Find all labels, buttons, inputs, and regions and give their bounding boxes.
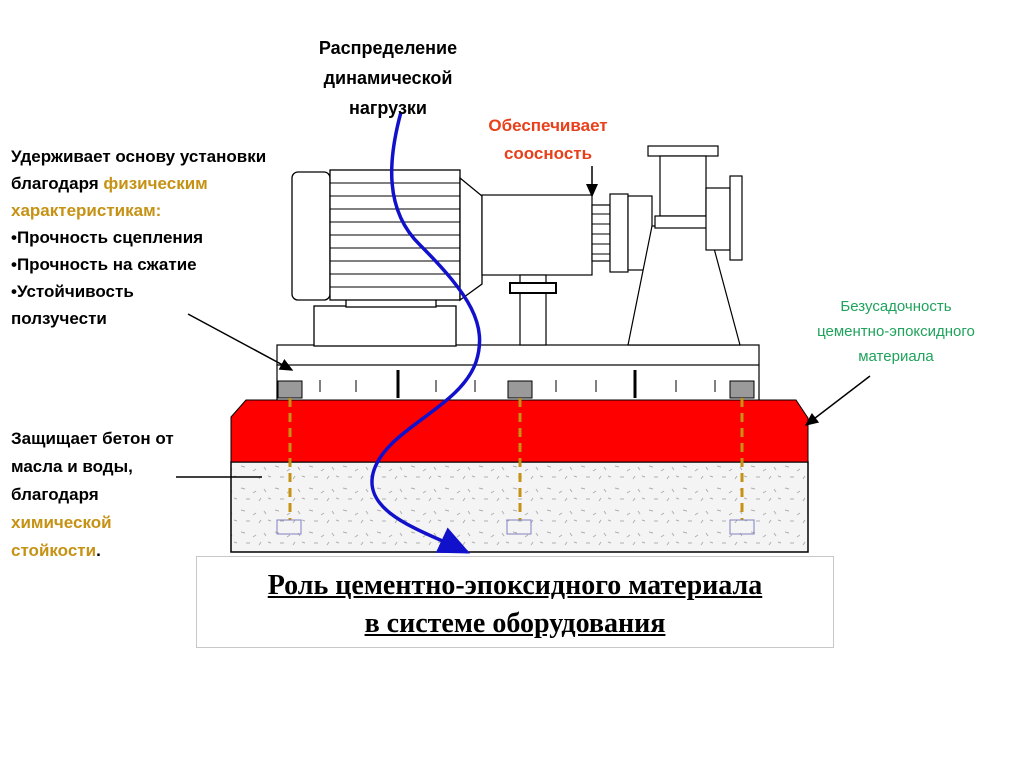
property-bullet: •Устойчивость [11, 282, 134, 301]
load-path-curve [370, 111, 482, 554]
electric-motor [291, 169, 483, 347]
property-bullet: •Прочность на сжатие [11, 255, 197, 274]
baseplate [276, 344, 760, 400]
non-shrink-arrow [804, 375, 871, 426]
holds-base-label: Удерживает основу установки благодаря фи… [11, 147, 267, 328]
anchor-bolt [506, 380, 533, 535]
anchor-bolts [276, 380, 755, 535]
anchor-bolt [276, 380, 303, 535]
diagram-title: Роль цементно-эпоксидного материала в си… [196, 556, 834, 648]
coupling [481, 193, 629, 346]
holds-base-arrow [187, 313, 294, 371]
pump [627, 145, 743, 346]
dynamic-load-label: Распределение динамической нагрузки [318, 38, 458, 118]
property-bullet: •Прочность сцепления [11, 228, 204, 247]
protects-concrete-label: Защищает бетон от масла и воды, благодар… [11, 429, 174, 560]
anchor-bolt [729, 380, 755, 535]
non-shrink-label: Безусадочность цементно-эпоксидного мате… [817, 298, 975, 365]
alignment-label: Обеспечивает соосность [488, 116, 608, 163]
